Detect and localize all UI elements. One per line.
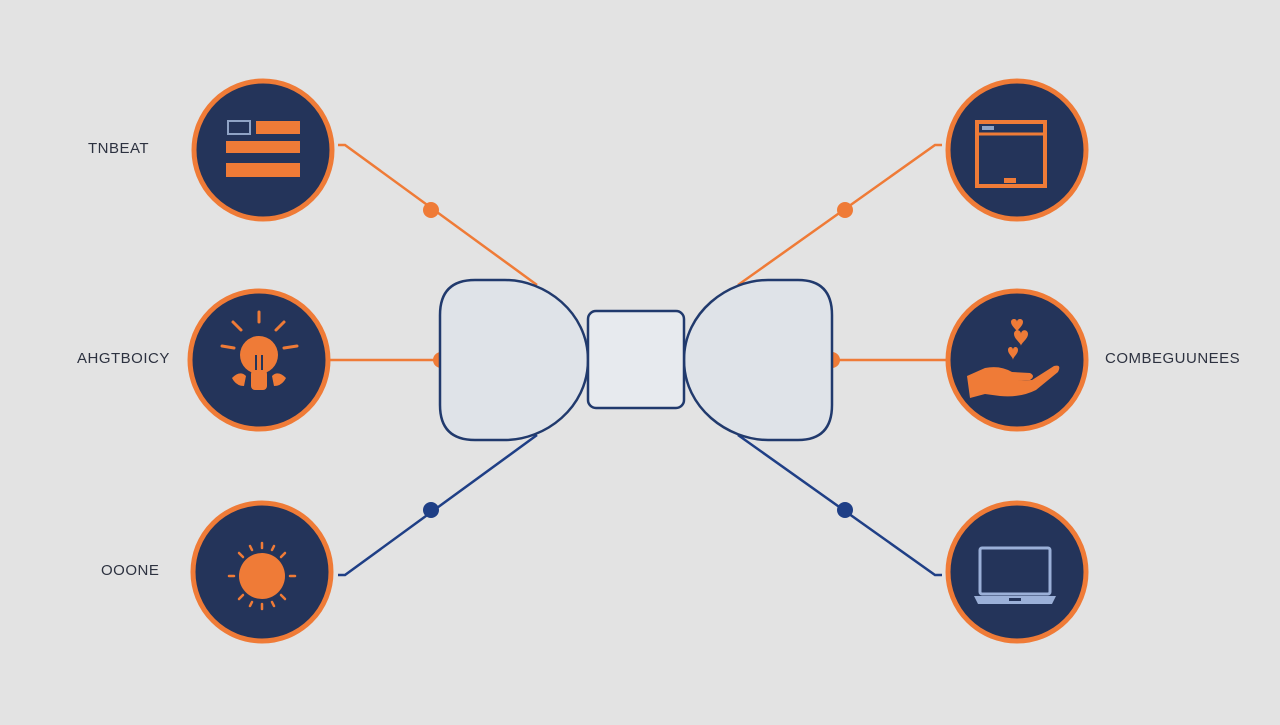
node-top-left [191, 78, 335, 222]
dot-bottom-right [837, 502, 853, 518]
node-circle [945, 288, 1089, 432]
connector-top-right [737, 143, 942, 287]
lightbulb-icon [220, 310, 299, 390]
bow-tie-center-box [586, 309, 686, 410]
connectors [330, 143, 948, 577]
node-mid-left [187, 288, 331, 432]
bow-tie-left-lobe [438, 278, 590, 442]
browser-window-icon [975, 120, 1047, 188]
connector-bottom-left [338, 433, 538, 577]
connector-top-left [338, 143, 538, 287]
label-bottom-left: OOONE [101, 562, 160, 579]
dot-bottom-left [423, 502, 439, 518]
document-layout-icon [226, 120, 300, 177]
node-circle [945, 500, 1089, 644]
node-bottom-left [190, 500, 334, 644]
dot-top-left [423, 202, 439, 218]
bow-tie-center [438, 278, 834, 442]
label-top-left: TNBEAT [88, 140, 150, 157]
hand-hearts-icon [967, 319, 1060, 398]
label-mid-right: COMBEGUUNEES [1105, 350, 1241, 367]
dot-top-right [837, 202, 853, 218]
sun-icon [227, 541, 297, 611]
laptop-icon [974, 546, 1056, 604]
node-bottom-right [945, 500, 1089, 644]
connector-bottom-right [737, 433, 942, 577]
node-top-right [945, 78, 1089, 222]
node-mid-right [945, 288, 1089, 432]
node-circle [945, 78, 1089, 222]
bow-tie-right-lobe [682, 278, 834, 442]
label-mid-left: AHGTBOICY [77, 350, 170, 367]
